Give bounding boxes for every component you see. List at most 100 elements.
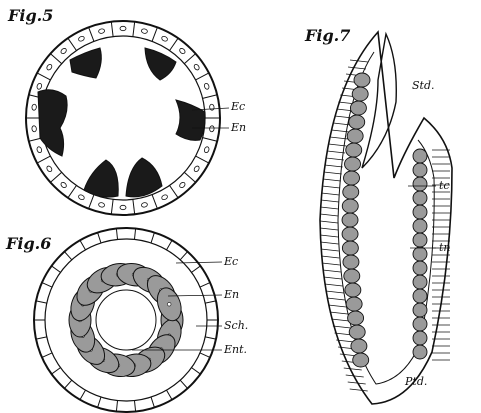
fig7-title: Fig.7: [305, 28, 350, 44]
fig7-ectoderm-cell-wall: [344, 368, 362, 370]
fig7-endoderm-cell: [413, 261, 427, 275]
fig7-endoderm-cell: [344, 171, 360, 185]
fig5-label-ec: Ec: [231, 101, 245, 112]
fig5-cell-wall: [50, 54, 61, 64]
fig7-endoderm-cell: [345, 283, 361, 297]
fig5-nucleus: [179, 47, 186, 54]
fig6-enteron: [96, 290, 156, 350]
fig5-nucleus: [193, 63, 200, 70]
fig5-cell-wall: [133, 22, 135, 37]
fig7-ectoderm-cell-wall: [328, 305, 346, 307]
fig7-ectoderm-cell-wall: [333, 326, 351, 328]
fig6-cell-wall: [36, 337, 47, 339]
fig7-ectoderm-cell-wall: [350, 60, 368, 62]
fig6-cell-wall: [80, 240, 86, 250]
fig7-ectoderm-cell-wall: [325, 165, 343, 167]
fig7-ectoderm-cell-wall: [331, 319, 349, 321]
fig7-endoderm-cell: [413, 191, 427, 205]
fig5-cell-wall: [37, 156, 50, 163]
fig6-cell-wall: [42, 353, 52, 357]
fig5-cell-wall: [184, 172, 195, 182]
fig5-fold-left: [38, 90, 67, 156]
fig5-nucleus: [46, 63, 53, 70]
fig7-ectoderm-cell-wall: [320, 221, 338, 223]
fig7-ectoderm-cell-wall: [326, 158, 344, 160]
fig7-endoderm-cell: [346, 297, 362, 311]
fig7-endoderm-cell: [345, 157, 361, 171]
fig7-ectoderm-cell-wall: [350, 389, 368, 391]
fig5-nucleus: [120, 205, 126, 209]
fig7-endoderm-cell: [413, 233, 427, 247]
fig5-cell-wall: [133, 199, 135, 214]
fig6-cell-wall: [180, 380, 187, 388]
fig7-ectoderm-cell-wall: [325, 284, 343, 286]
fig6-cell-wall: [151, 233, 154, 243]
fig6-cell-wall: [151, 397, 154, 407]
fig7-label-ptd: Ptd.: [405, 376, 427, 387]
fig6-cell-wall: [98, 233, 101, 243]
fig5-fold-bottom-left: [84, 160, 118, 197]
fig5-nucleus: [98, 28, 105, 34]
fig7-ectoderm-cell-wall: [326, 291, 344, 293]
fig5-nucleus: [179, 181, 186, 188]
fig5-nucleus: [120, 26, 126, 30]
fig5-nucleus: [98, 202, 105, 208]
fig7-endoderm-cell: [342, 199, 358, 213]
fig5-nucleus: [141, 28, 148, 34]
fig5-drawing: [26, 21, 229, 215]
fig5-cell-wall: [152, 27, 157, 41]
fig7-endoderm-cell: [413, 205, 427, 219]
fig7-ectoderm-cell-wall: [322, 186, 340, 188]
fig5-cell-wall: [196, 73, 209, 80]
fig7-endoderm-cell: [413, 219, 427, 233]
fig7-ectoderm-cell-wall: [320, 207, 338, 209]
fig7-ectoderm-cell-wall: [348, 67, 366, 69]
fig6-cell-wall: [200, 353, 210, 357]
fig6-cell-wall: [36, 301, 47, 303]
fig6-cell-wall: [64, 252, 71, 260]
fig6-label-ent: Ent.: [224, 344, 247, 355]
fig7-ectoderm-cell-wall: [321, 256, 339, 258]
fig7-endoderm-cell: [413, 163, 427, 177]
fig6-cell-wall: [42, 283, 52, 287]
fig7-endoderm-cell: [413, 317, 427, 331]
fig7-ectoderm-cell-wall: [321, 200, 339, 202]
fig5-cell-wall: [68, 185, 77, 197]
fig7-endoderm-cell: [413, 149, 427, 163]
fig7-ectoderm-cell-wall: [320, 242, 338, 244]
fig6-cell-wall: [64, 380, 71, 388]
fig5-cell-wall: [68, 38, 77, 50]
fig7-endoderm-cell: [342, 227, 358, 241]
fig7-endoderm-cell: [348, 311, 364, 325]
fig7-endoderm-cell: [346, 143, 362, 157]
fig5-nucleus: [161, 35, 168, 42]
fig5-cell-wall: [203, 138, 218, 142]
fig7-endoderm-cell: [344, 269, 360, 283]
fig5-nucleus: [161, 194, 168, 201]
fig7-endoderm-cell: [342, 213, 358, 227]
fig7-ectoderm-cell-wall: [321, 193, 339, 195]
fig6-cell-wall: [167, 390, 173, 400]
fig7-endoderm-cell: [351, 339, 367, 353]
fig6-cell-wall: [205, 337, 216, 339]
fig5-cell-wall: [50, 172, 61, 182]
fig7-endoderm-cell: [413, 247, 427, 261]
fig6-cell-wall: [134, 229, 135, 240]
fig7-endoderm-cell: [349, 115, 365, 129]
fig5-nucleus: [209, 104, 214, 110]
fig6-title: Fig.6: [6, 236, 51, 252]
fig5-nucleus: [60, 181, 67, 188]
fig6-label-sch: Sch.: [224, 320, 248, 331]
fig6-label-en: En: [224, 289, 239, 300]
fig5-nucleus: [78, 194, 85, 201]
fig7-label-tn: tn: [439, 242, 451, 253]
fig6-cell-wall: [134, 401, 135, 412]
fig7-endoderm-cell: [353, 353, 369, 367]
fig7-endoderm-cell: [413, 303, 427, 317]
fig5-fold-top-right: [145, 48, 176, 80]
fig7-ectoderm-cell-wall: [320, 214, 338, 216]
fig5-nucleus: [78, 35, 85, 42]
fig5-cell-wall: [203, 95, 218, 99]
fig7-ectoderm-cell-wall: [320, 228, 338, 230]
fig6-cell-wall: [80, 390, 86, 400]
